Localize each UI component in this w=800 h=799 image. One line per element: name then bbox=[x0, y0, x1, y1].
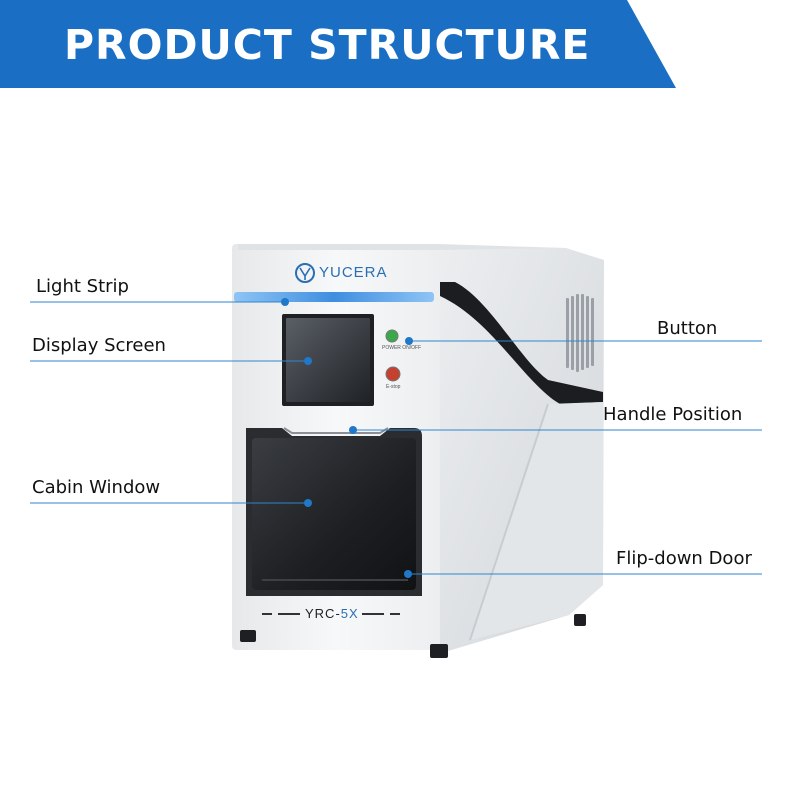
light-strip bbox=[234, 292, 434, 302]
callout-flip-down-door: Flip-down Door bbox=[616, 548, 752, 569]
page-title: PRODUCT STRUCTURE bbox=[64, 21, 591, 69]
banner-shape bbox=[0, 0, 676, 88]
power-label: POWER ON/OFF bbox=[382, 345, 422, 351]
callout-dots bbox=[281, 298, 413, 578]
model-name: YRC-5X bbox=[305, 606, 359, 621]
vent-grille bbox=[566, 294, 594, 372]
model-suffix: 5X bbox=[340, 606, 359, 621]
callout-lines bbox=[30, 301, 762, 575]
foot-right bbox=[574, 614, 586, 626]
power-button bbox=[385, 329, 399, 343]
header-banner: PRODUCT STRUCTURE bbox=[0, 0, 800, 88]
estop-label: E-stop bbox=[386, 384, 401, 390]
foot-left bbox=[240, 630, 256, 642]
callout-cabin-window: Cabin Window bbox=[32, 477, 161, 498]
callout-display-screen: Display Screen bbox=[32, 335, 166, 356]
machine-front-body bbox=[232, 244, 586, 658]
display-screen bbox=[282, 314, 374, 406]
model-prefix: YRC- bbox=[305, 606, 341, 621]
callout-light-strip: Light Strip bbox=[36, 276, 129, 297]
machine-side-panel bbox=[438, 246, 604, 654]
callout-button: Button bbox=[657, 318, 718, 339]
callout-handle-position: Handle Position bbox=[603, 404, 743, 425]
brand-logo-text: YUCERA bbox=[319, 264, 388, 281]
cabin-window bbox=[246, 428, 422, 596]
estop-button bbox=[385, 366, 401, 382]
foot-center bbox=[430, 644, 448, 658]
